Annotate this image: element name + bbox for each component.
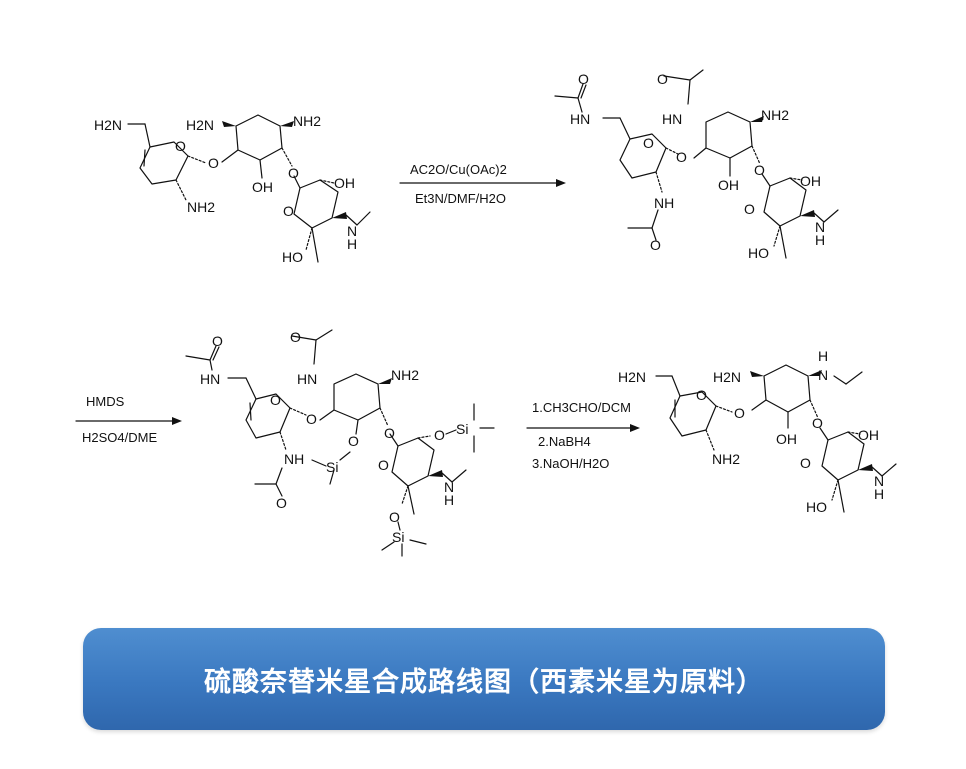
mol2-o-6: O xyxy=(744,201,755,217)
mol3-o-3: O xyxy=(270,392,281,408)
mol3-o-5: O xyxy=(384,425,395,441)
mol1-h2n-2: H2N xyxy=(186,117,214,133)
mol1-o-2: O xyxy=(208,155,219,171)
mol1-nh2-2: NH2 xyxy=(187,199,215,215)
mol1-h2n-1: H2N xyxy=(94,117,122,133)
mol3-o-10: O xyxy=(389,509,400,525)
mol2-o-7: O xyxy=(650,237,661,253)
mol3-hn-2: HN xyxy=(297,371,317,387)
mol4-ho: HO xyxy=(806,499,827,515)
mol3-nh: NH xyxy=(284,451,304,467)
mol3-o-7: O xyxy=(434,427,445,443)
mol2-o-1: O xyxy=(578,71,589,87)
step2-reagent-top: HMDS xyxy=(86,394,125,409)
mol1-oh-1: OH xyxy=(252,179,273,195)
mol3-hn-1: HN xyxy=(200,371,220,387)
mol3-o-4: O xyxy=(306,411,317,427)
mol4-h2n-1: H2N xyxy=(618,369,646,385)
mol1-oh-2: OH xyxy=(334,175,355,191)
step1-reagent-bottom: Et3N/DMF/H2O xyxy=(415,191,506,206)
mol4-o-1: O xyxy=(696,387,707,403)
mol4-h-2: H xyxy=(874,486,884,502)
mol1-o-4: O xyxy=(283,203,294,219)
mol1-o-1: O xyxy=(175,138,186,154)
mol1-o-3: O xyxy=(288,165,299,181)
mol1-nh2-1: NH2 xyxy=(293,113,321,129)
mol3-h: H xyxy=(444,492,454,508)
synthesis-scheme: H2N H2N NH2 O O NH2 OH O OH O N H HO AC2… xyxy=(75,69,897,557)
mol4-h2n-2: H2N xyxy=(713,369,741,385)
mol3-o-1: O xyxy=(212,333,223,349)
mol3-nh2: NH2 xyxy=(391,367,419,383)
mol4-h: H xyxy=(818,348,828,364)
step3-reagent-3: 3.NaOH/H2O xyxy=(532,456,609,471)
mol3-si-1: Si xyxy=(456,421,468,437)
mol2-hn-1: HN xyxy=(570,111,590,127)
mol1-n: N xyxy=(347,223,357,239)
reaction-arrow-1: AC2O/Cu(OAc)2 Et3N/DMF/H2O xyxy=(399,162,566,206)
mol3-si-3: Si xyxy=(392,529,404,545)
mol2-ho: HO xyxy=(748,245,769,261)
mol2-nh2: NH2 xyxy=(761,107,789,123)
mol3-n: N xyxy=(444,479,454,495)
mol4-n-2: N xyxy=(874,473,884,489)
mol2-h: H xyxy=(815,232,825,248)
mol4-oh-2: OH xyxy=(858,427,879,443)
mol3-o-6: O xyxy=(348,433,359,449)
mol4-o-2: O xyxy=(734,405,745,421)
mol2-nh: NH xyxy=(654,195,674,211)
mol2-o-2: O xyxy=(657,71,668,87)
mol4-n-1: N xyxy=(818,367,828,383)
molecule-netilmicin: H2N H2N H N O O OH O OH NH2 O N H HO xyxy=(618,348,897,515)
step2-reagent-bottom: H2SO4/DME xyxy=(82,430,157,445)
molecule-sisomicin: H2N H2N NH2 O O NH2 OH O OH O N H HO xyxy=(94,113,371,265)
title-banner: 硫酸奈替米星合成路线图（西素米星为原料） xyxy=(83,628,885,730)
mol2-hn-2: HN xyxy=(662,111,682,127)
mol2-oh-1: OH xyxy=(718,177,739,193)
mol4-o-4: O xyxy=(800,455,811,471)
mol2-oh-2: OH xyxy=(800,173,821,189)
mol3-o-9: O xyxy=(276,495,287,511)
mol1-h: H xyxy=(347,236,357,252)
mol2-o-5: O xyxy=(754,162,765,178)
page-title: 硫酸奈替米星合成路线图（西素米星为原料） xyxy=(204,666,764,698)
step3-reagent-1: 1.CH3CHO/DCM xyxy=(532,400,631,415)
mol2-n: N xyxy=(815,219,825,235)
molecule-silylated: O O HN HN NH2 O O O O O Si NH Si O N H O… xyxy=(185,329,495,557)
mol3-si-2: Si xyxy=(326,459,338,475)
mol4-nh2: NH2 xyxy=(712,451,740,467)
mol2-o-4: O xyxy=(676,149,687,165)
mol4-oh-1: OH xyxy=(776,431,797,447)
step1-reagent-top: AC2O/Cu(OAc)2 xyxy=(410,162,507,177)
mol3-o-8: O xyxy=(378,457,389,473)
mol1-ho: HO xyxy=(282,249,303,265)
mol2-o-3: O xyxy=(643,135,654,151)
reaction-arrow-2: HMDS H2SO4/DME xyxy=(75,394,182,445)
molecule-acetylated: O O HN HN NH2 O O OH O OH NH O N H O HO xyxy=(554,69,839,261)
mol3-o-2: O xyxy=(290,329,301,345)
reaction-arrow-3: 1.CH3CHO/DCM 2.NaBH4 3.NaOH/H2O xyxy=(526,400,640,471)
step3-reagent-2: 2.NaBH4 xyxy=(538,434,591,449)
mol4-o-3: O xyxy=(812,415,823,431)
